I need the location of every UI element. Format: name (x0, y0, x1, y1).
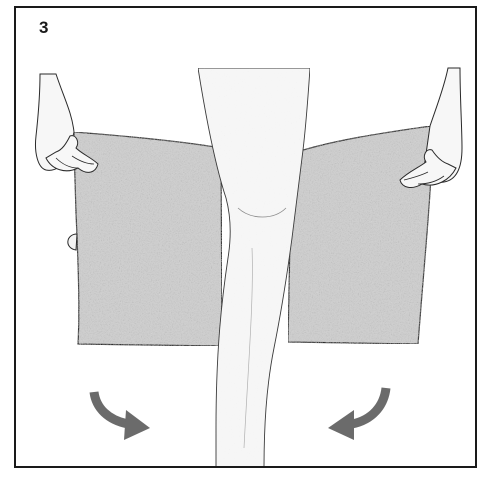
curved-arrow-left-icon (328, 388, 386, 440)
illustration-frame: 3 (14, 6, 477, 468)
towel-right-panel (288, 126, 432, 344)
towel-wrap-illustration (16, 8, 477, 468)
curved-arrow-right-icon (94, 392, 150, 440)
towel-tab (68, 234, 77, 250)
